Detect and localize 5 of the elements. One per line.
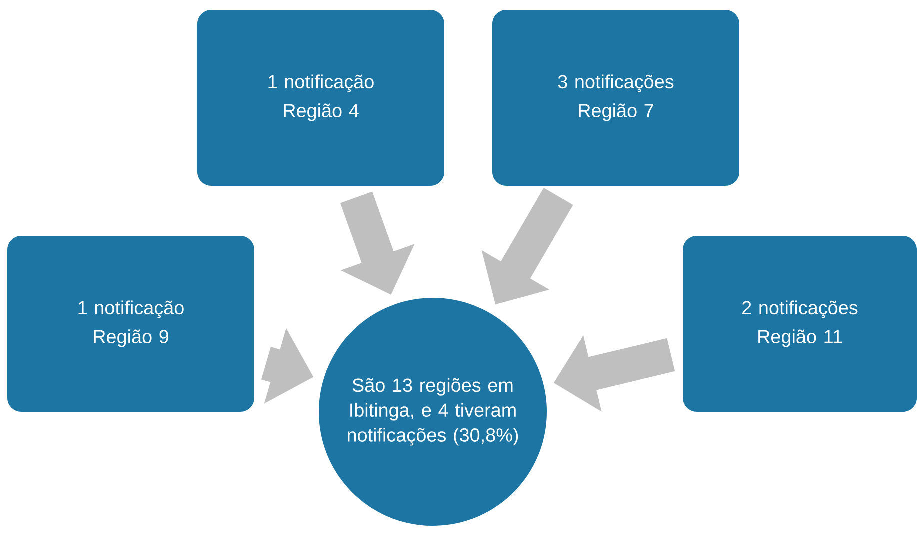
rounded-box: 1 notificação Região 4 (198, 10, 444, 186)
circle-node: São 13 regiões em Ibitinga, e 4 tiveram notificações (30,8%) (319, 298, 547, 526)
rounded-box: 2 notificações Região 11 (683, 236, 917, 412)
rounded-box: 1 notificação Região 9 (8, 236, 254, 412)
rounded-box: 3 notificações Região 7 (492, 10, 740, 186)
